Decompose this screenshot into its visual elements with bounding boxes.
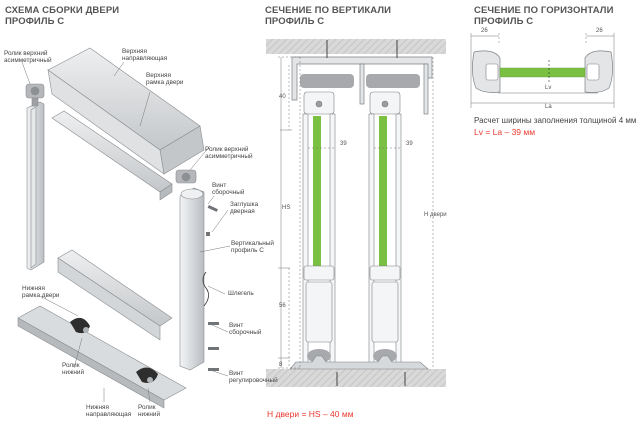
label-screw-assembly-2: Винт сборочный — [229, 322, 262, 337]
dim-56: 56 — [279, 303, 286, 309]
label-bottom-frame: Нижняя рамка двери — [22, 285, 60, 300]
assembly-leaders — [21, 61, 231, 403]
glass-panel-right — [379, 116, 387, 266]
assembly-title: СХЕМА СБОРКИ ДВЕРИ ПРОФИЛЬ С — [5, 5, 120, 27]
horizontal-glass — [499, 67, 586, 78]
bottom-guide-profile — [289, 355, 429, 370]
right-vertical-profile — [179, 187, 205, 371]
label-top-frame: Верхняя рамка двери — [146, 72, 184, 87]
top-guide-profile — [291, 56, 433, 115]
label-roller-top: Ролик верхний асимметричный — [4, 50, 52, 65]
top-roller-right — [175, 169, 197, 184]
horizontal-dimension-lines — [470, 33, 615, 108]
label-seal: Шлегель — [228, 290, 254, 297]
top-fittings — [303, 91, 401, 115]
label-door-plug: Заглушка дверная — [230, 201, 259, 216]
vertical-dimension-lines — [278, 56, 434, 369]
label-roller-bottom-2: Ролик нижний — [138, 404, 161, 419]
fill-width-note: Расчет ширины заполнения толщиной 4 мм — [474, 116, 637, 125]
assembly-drawing — [17, 47, 219, 409]
dim-39-right: 39 — [406, 141, 413, 147]
ceiling-screws — [326, 40, 406, 386]
label-top-guide: Верхняя направляющая — [122, 48, 168, 63]
dim-h-door: H двери — [424, 212, 447, 218]
floor-hatch — [266, 369, 446, 387]
seal-wire — [202, 271, 209, 307]
label-screw-assembly: Винт сборочный — [212, 182, 245, 197]
vertical-top-rollers — [300, 74, 420, 88]
top-roller-left — [25, 83, 45, 107]
dim-hs: HS — [282, 205, 291, 211]
glass-panel-left — [313, 116, 321, 266]
formula-lv: Lv = La – 39 мм — [474, 127, 536, 137]
label-roller-top-right: Ролик верхний асимметричный — [205, 146, 253, 161]
dim-8: 8 — [279, 362, 283, 368]
horizontal-section — [470, 33, 615, 108]
dim-40: 40 — [279, 94, 286, 100]
label-bottom-guide: Нижняя направляющая — [86, 404, 132, 419]
label-screw-adjust: Винт регулировочный — [229, 370, 278, 385]
bottom-fittings — [303, 265, 401, 343]
dim-26-left: 26 — [481, 28, 488, 34]
dim-26-right: 26 — [596, 28, 603, 34]
ceiling-hatch — [266, 39, 446, 54]
horizontal-section-title: СЕЧЕНИЕ ПО ГОРИЗОНТАЛИ ПРОФИЛЬ С — [474, 5, 614, 27]
dim-39-left: 39 — [340, 141, 347, 147]
dim-la: La — [545, 104, 552, 110]
vertical-section-title: СЕЧЕНИЕ ПО ВЕРТИКАЛИ ПРОФИЛЬ С — [265, 5, 392, 27]
vertical-section — [266, 39, 446, 387]
formula-door-height: H двери = HS – 40 мм — [267, 409, 354, 419]
vertical-dimension-solid — [278, 57, 292, 368]
bottom-rollers — [70, 317, 158, 383]
dim-lv: Lv — [545, 85, 552, 91]
label-roller-bottom: Ролик нижний — [62, 362, 85, 377]
label-vertical-profile: Вертикальный профиль С — [231, 240, 274, 255]
